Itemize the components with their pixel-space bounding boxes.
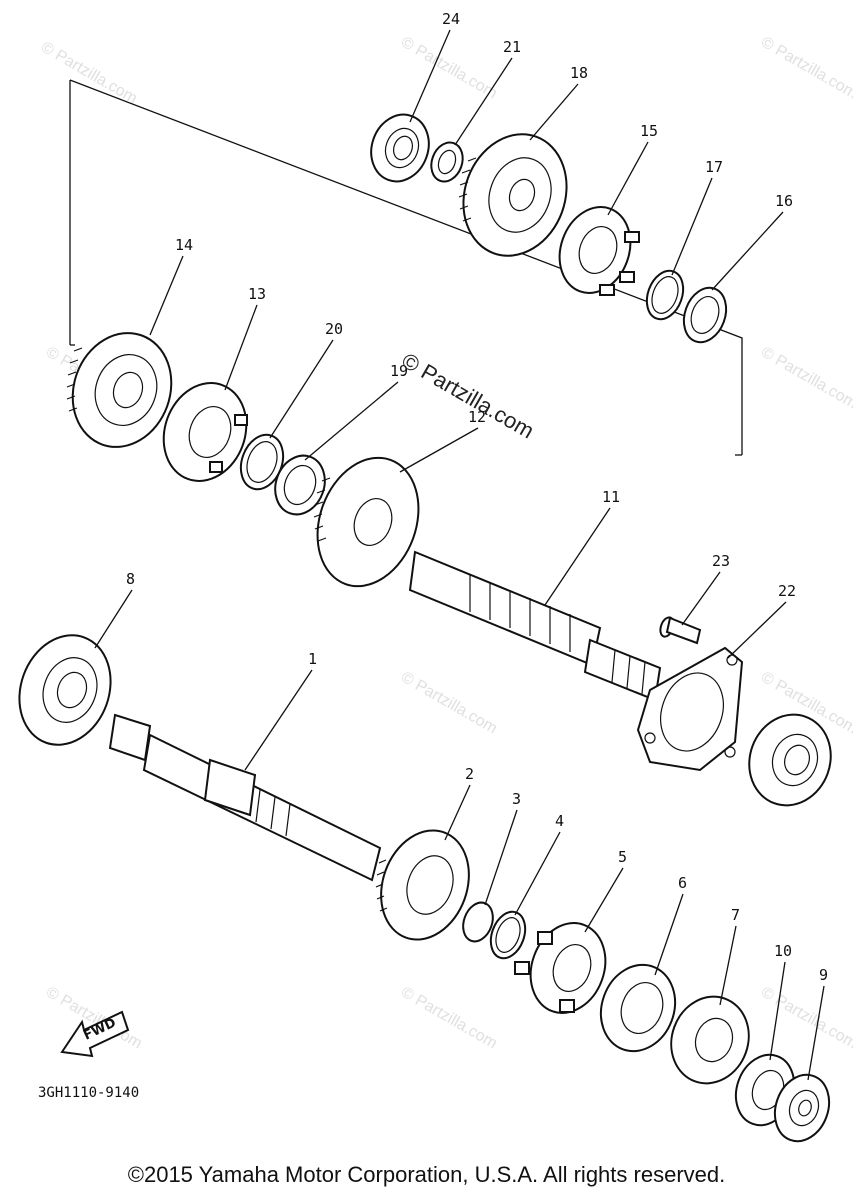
callout-16: 16 <box>775 192 793 210</box>
callout-1: 1 <box>308 650 317 668</box>
callout-2: 2 <box>465 765 474 783</box>
part-16-washer <box>682 286 728 344</box>
watermark-text: © Partzilla.com <box>758 344 853 413</box>
part-11-main-axle <box>408 550 662 702</box>
part-13-gear <box>162 382 248 482</box>
watermark-text: © Partzilla.com <box>38 39 140 108</box>
callout-10: 10 <box>774 942 792 960</box>
callout-6: 6 <box>678 874 687 892</box>
callout-4: 4 <box>555 812 564 830</box>
callout-22: 22 <box>778 582 796 600</box>
part-4-circlip <box>489 910 527 960</box>
callout-12: 12 <box>468 408 486 426</box>
part-9-bearing <box>773 1073 831 1143</box>
part-6-gear <box>599 963 677 1053</box>
callout-8: 8 <box>126 570 135 588</box>
part-3-washer <box>462 901 494 943</box>
part-15-gear <box>558 206 640 296</box>
callout-3: 3 <box>512 790 521 808</box>
callout-11: 11 <box>602 488 620 506</box>
part-14-gear <box>66 332 173 448</box>
copyright-notice: ©2015 Yamaha Motor Corporation, U.S.A. A… <box>127 1162 726 1187</box>
watermark-text: © Partzilla.com <box>758 34 853 103</box>
part-12-gear <box>313 456 420 588</box>
part-18-gear <box>458 133 568 257</box>
diagram-code: 3GH1110-9140 <box>38 1085 139 1101</box>
callout-24: 24 <box>442 10 460 28</box>
part-24-bearing <box>370 113 430 183</box>
watermark-text: © Partzilla.com <box>398 984 500 1053</box>
callout-15: 15 <box>640 122 658 140</box>
callout-5: 5 <box>618 848 627 866</box>
part-5-gear <box>514 922 607 1014</box>
callout-23: 23 <box>712 552 730 570</box>
watermark-text: © Partzilla.com <box>398 34 500 103</box>
part-7-gear <box>670 995 750 1085</box>
watermark-text: © Partzilla.com <box>398 669 500 738</box>
part-19-washer <box>274 454 326 516</box>
callout-17: 17 <box>705 158 723 176</box>
part-23-screw <box>659 616 702 645</box>
watermark-center: © Partzilla.com <box>398 348 539 444</box>
callout-numbers: 24 21 18 15 17 16 14 13 20 19 12 11 23 2… <box>126 10 828 984</box>
group-bracket-top <box>69 79 743 455</box>
part-21-washer <box>430 141 464 183</box>
part-8-bearing <box>18 634 112 746</box>
callout-7: 7 <box>731 906 740 924</box>
callout-18: 18 <box>570 64 588 82</box>
part-bearing-right <box>748 713 832 807</box>
leader-lines <box>94 29 825 1081</box>
part-22-bearing-plate <box>636 646 744 772</box>
part-2-gear <box>375 829 470 941</box>
callout-14: 14 <box>175 236 193 254</box>
callout-13: 13 <box>248 285 266 303</box>
callout-9: 9 <box>819 966 828 984</box>
part-1-main-axle <box>108 713 382 882</box>
callout-20: 20 <box>325 320 343 338</box>
callout-19: 19 <box>390 362 408 380</box>
callout-21: 21 <box>503 38 521 56</box>
